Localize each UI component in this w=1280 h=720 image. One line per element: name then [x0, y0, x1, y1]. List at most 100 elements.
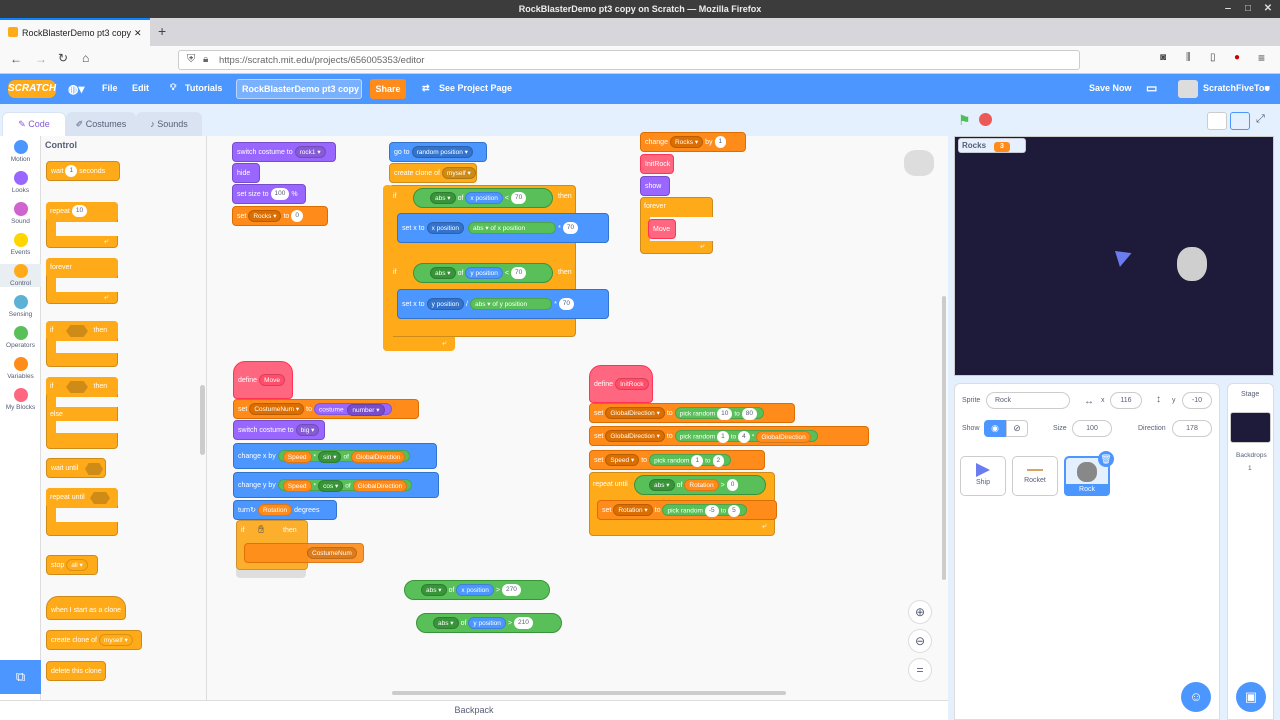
- hide-block[interactable]: hide: [232, 163, 260, 183]
- variable-dropdown[interactable]: Rocks ▾: [669, 136, 704, 149]
- back-icon[interactable]: ←: [10, 52, 22, 66]
- rotation-reporter[interactable]: Rotation: [257, 504, 293, 517]
- stage-thumbnail[interactable]: [1230, 412, 1271, 443]
- pocket-icon[interactable]: ◙: [1160, 52, 1167, 63]
- value-input[interactable]: 270: [501, 584, 521, 597]
- category-motion[interactable]: Motion: [0, 140, 41, 163]
- value-input[interactable]: 1: [717, 431, 729, 444]
- green-flag-icon[interactable]: ⚑: [958, 112, 971, 128]
- small-stage-button[interactable]: [1207, 112, 1227, 130]
- palette-scrollbar[interactable]: [200, 385, 205, 455]
- delete-sprite-icon[interactable]: 🗑︎: [1098, 451, 1114, 467]
- chevron-down-icon[interactable]: ▾: [1265, 83, 1270, 93]
- add-extension-button[interactable]: ⧉: [0, 660, 41, 694]
- costumenum-reporter[interactable]: CostumeNum: [307, 547, 357, 560]
- sprite-thumb-rocket[interactable]: Rocket: [1012, 456, 1058, 496]
- palette-delete-clone-block[interactable]: delete this clone: [46, 661, 106, 681]
- value-input[interactable]: -5: [704, 505, 719, 518]
- globaldirection-reporter[interactable]: GlobalDirection: [350, 451, 406, 464]
- fullscreen-icon[interactable]: ⤢: [1256, 113, 1265, 125]
- variable-dropdown[interactable]: Speed ▾: [605, 454, 640, 467]
- add-sprite-button[interactable]: ☺: [1181, 682, 1211, 712]
- script-horizontal-scrollbar[interactable]: [392, 691, 786, 695]
- ship-sprite[interactable]: [1098, 235, 1132, 267]
- direction-input[interactable]: 178: [1172, 420, 1212, 437]
- folder-icon[interactable]: ▭: [1146, 81, 1158, 95]
- edit-menu[interactable]: Edit: [132, 83, 149, 93]
- multiply-operator[interactable]: abs ▾ of y position: [470, 298, 553, 311]
- library-icon[interactable]: ⫼: [1186, 52, 1191, 63]
- value-input[interactable]: 0: [726, 479, 739, 492]
- category-looks[interactable]: Looks: [0, 171, 41, 194]
- globaldirection-reporter[interactable]: GlobalDirection: [352, 480, 408, 493]
- size-input[interactable]: 100: [1072, 420, 1112, 437]
- variable-dropdown[interactable]: GlobalDirection ▾: [605, 407, 665, 420]
- zoom-reset-button[interactable]: =: [908, 658, 932, 682]
- value-input[interactable]: 70: [510, 192, 527, 205]
- initrock-prototype[interactable]: InitRock: [615, 378, 649, 391]
- url-bar[interactable]: ⛨ 🔒︎ https://scratch.mit.edu/projects/65…: [178, 50, 1080, 70]
- rotation-reporter[interactable]: Rotation: [684, 479, 719, 492]
- value-input[interactable]: 1: [691, 455, 704, 468]
- costume-dropdown[interactable]: rock1 ▾: [294, 146, 326, 159]
- category-my-blocks[interactable]: My Blocks: [0, 388, 41, 411]
- share-button[interactable]: Share: [370, 79, 406, 99]
- show-visible-icon[interactable]: ◉: [984, 420, 1006, 437]
- globe-icon[interactable]: ◍▾: [68, 82, 85, 96]
- wait-value[interactable]: 1: [65, 165, 78, 178]
- boolean-slot[interactable]: [85, 463, 103, 475]
- sprite-thumb-ship[interactable]: Ship: [960, 456, 1006, 496]
- move-prototype[interactable]: Move: [259, 374, 285, 387]
- sin-dropdown[interactable]: sin ▾: [318, 451, 342, 464]
- value-input[interactable]: 2: [712, 455, 725, 468]
- reload-icon[interactable]: ↻: [58, 51, 69, 65]
- stage-canvas[interactable]: [954, 136, 1274, 376]
- repeat-value[interactable]: 10: [71, 205, 88, 218]
- abs-dropdown[interactable]: abs ▾: [433, 617, 459, 630]
- abs-dropdown[interactable]: abs ▾: [430, 267, 456, 280]
- see-project-button[interactable]: See Project Page: [439, 83, 513, 93]
- zoom-in-button[interactable]: ⊕: [908, 600, 932, 624]
- initrock-call-block[interactable]: InitRock: [640, 154, 674, 174]
- show-block[interactable]: show: [640, 176, 670, 196]
- tutorials-menu[interactable]: Tutorials: [185, 83, 223, 93]
- palette-wait-until-block[interactable]: wait until: [46, 458, 106, 478]
- scratch-logo[interactable]: SCRATCH: [8, 80, 56, 98]
- move-call-block[interactable]: Move: [648, 219, 676, 239]
- y-position-reporter[interactable]: y position: [426, 298, 465, 311]
- variable-dropdown[interactable]: Rocks ▾: [248, 210, 282, 223]
- variable-dropdown[interactable]: Rotation ▾: [613, 504, 653, 517]
- clone-target-dropdown[interactable]: myself ▾: [98, 634, 133, 647]
- show-hidden-icon[interactable]: ⊘: [1006, 420, 1028, 437]
- minimize-icon[interactable]: ‒: [1225, 3, 1231, 14]
- close-icon[interactable]: ✕: [1263, 3, 1273, 14]
- script-vertical-scrollbar[interactable]: [942, 296, 946, 580]
- value-input[interactable]: 10: [717, 408, 733, 421]
- x-position-reporter[interactable]: x position: [465, 192, 503, 205]
- tab-close-icon[interactable]: ✕: [134, 28, 142, 38]
- go-to-dropdown[interactable]: random position ▾: [411, 146, 473, 159]
- tab-sounds[interactable]: ♪ Sounds: [136, 112, 202, 136]
- browser-tab[interactable]: RockBlasterDemo pt3 copy ✕: [0, 18, 150, 46]
- value-input[interactable]: 0: [291, 210, 303, 223]
- project-title-input[interactable]: RockBlasterDemo pt3 copy: [236, 79, 362, 99]
